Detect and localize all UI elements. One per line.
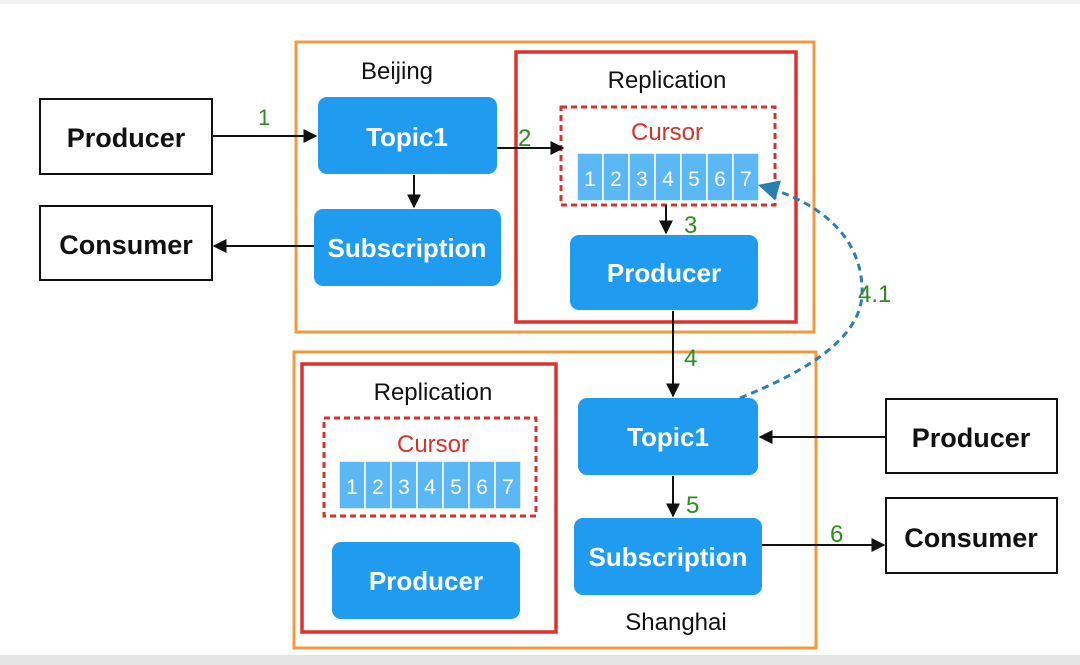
external-producer-right-label: Producer [912, 423, 1031, 453]
cursor-cell-label-shanghai: 4 [424, 476, 436, 499]
beijing-subscription-label: Subscription [328, 233, 487, 263]
replication-label-shanghai: Replication [374, 379, 493, 406]
step-label-2: 2 [518, 125, 531, 152]
cursor-cell-label-shanghai: 7 [502, 476, 514, 499]
shanghai-topic-box[interactable] [578, 398, 758, 475]
cursor-cell-shanghai [338, 460, 366, 510]
replication-label-beijing: Replication [608, 67, 727, 94]
step-label-1: 1 [258, 105, 270, 130]
cursor-cell-label-beijing: 1 [584, 168, 596, 191]
cursor-cell-beijing [732, 152, 760, 202]
cursor-cell-label-shanghai: 3 [398, 476, 410, 499]
beijing-subscription-box[interactable] [314, 209, 501, 286]
cursor-label-shanghai: Cursor [397, 431, 469, 458]
cursor-cell-shanghai [416, 460, 444, 510]
external-producer-right-box[interactable] [885, 398, 1058, 474]
external-producer-left-label: Producer [67, 123, 186, 153]
cursor-cell-beijing [628, 152, 656, 202]
shanghai-replication-box [300, 362, 558, 634]
external-producer-left-box[interactable] [39, 98, 213, 175]
cursor-cell-shanghai [494, 460, 522, 510]
region-label-beijing: Beijing [361, 58, 433, 85]
region-label-shanghai: Shanghai [625, 609, 726, 636]
beijing-cursor-box [559, 105, 777, 207]
shanghai-replication-producer-label: Producer [369, 566, 483, 596]
step-label-5: 5 [686, 492, 699, 519]
step-label-4-1: 4.1 [858, 281, 891, 308]
cursor-cell-shanghai [390, 460, 418, 510]
cursor-cell-label-beijing: 2 [610, 168, 622, 191]
step-label-4: 4 [684, 345, 697, 372]
cursor-cell-beijing [706, 152, 734, 202]
external-consumer-left-box[interactable] [39, 205, 213, 281]
shanghai-cursor-box [322, 416, 538, 518]
step-label-6: 6 [830, 521, 843, 548]
top-edge [0, 0, 1080, 4]
cursor-cell-label-beijing: 6 [714, 168, 726, 191]
beijing-replication-box [514, 50, 798, 324]
beijing-replication-producer-box[interactable] [570, 235, 758, 310]
bottom-edge [0, 655, 1080, 665]
external-consumer-right-box[interactable] [885, 497, 1058, 574]
shanghai-replication-producer-box[interactable] [332, 542, 520, 619]
shanghai-subscription-label: Subscription [589, 542, 748, 572]
cursor-cell-label-shanghai: 1 [346, 476, 358, 499]
cursor-cell-label-beijing: 3 [636, 168, 648, 191]
step-label-3: 3 [684, 212, 697, 239]
beijing-topic-box[interactable] [318, 97, 497, 174]
external-consumer-right-label: Consumer [904, 523, 1038, 553]
cursor-cell-label-shanghai: 6 [476, 476, 488, 499]
dashed-loop-arrow [739, 180, 864, 400]
cursor-cell-beijing [602, 152, 630, 202]
cursor-label-beijing: Cursor [631, 119, 703, 146]
cursor-cell-label-beijing: 5 [688, 168, 700, 191]
shanghai-topic-label: Topic1 [627, 422, 709, 452]
beijing-topic-label: Topic1 [366, 122, 448, 152]
beijing-replication-producer-label: Producer [607, 258, 721, 288]
cursor-cell-label-beijing: 4 [662, 168, 674, 191]
beijing-region [294, 40, 816, 334]
shanghai-region [292, 350, 818, 650]
cursor-cell-label-shanghai: 5 [450, 476, 462, 499]
cursor-cell-label-shanghai: 2 [372, 476, 384, 499]
cursor-cell-beijing [680, 152, 708, 202]
shanghai-subscription-box[interactable] [574, 518, 762, 595]
cursor-cell-shanghai [442, 460, 470, 510]
external-consumer-left-label: Consumer [59, 230, 193, 260]
cursor-cell-label-beijing: 7 [740, 168, 752, 191]
